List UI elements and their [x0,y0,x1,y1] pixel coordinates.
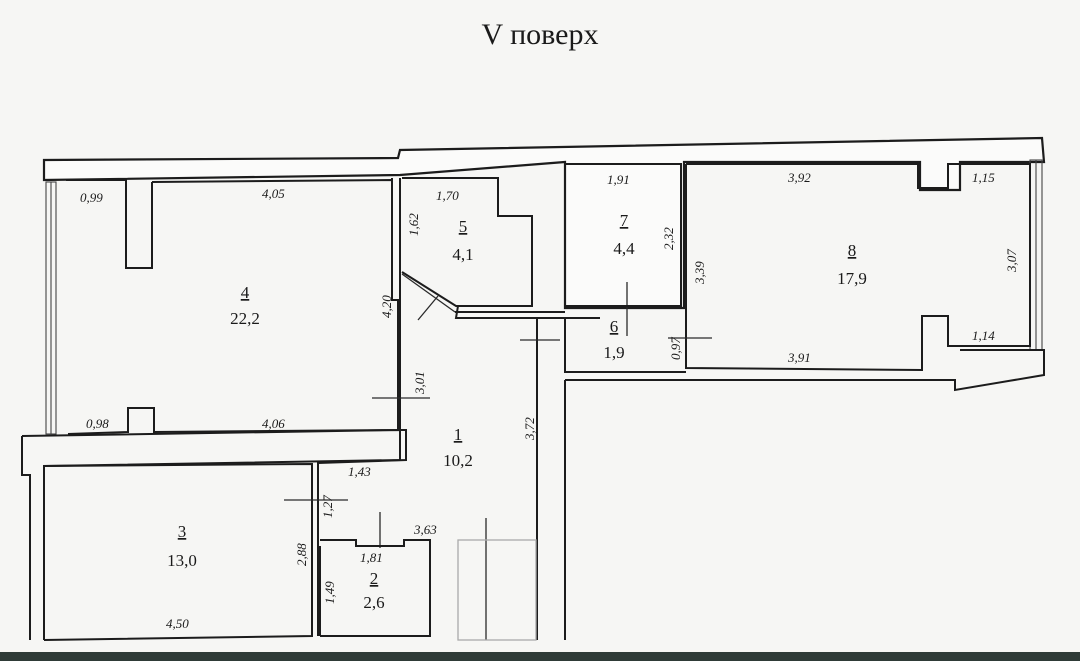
room-3-walls [43,462,313,641]
dim-r8-left: 3,39 [692,261,707,285]
room-7-area: 4,4 [613,239,635,258]
room-4-walls [67,178,399,435]
room-2-walls [320,539,431,637]
room-1-walls [317,300,407,520]
room-8-area: 17,9 [837,269,867,288]
dim-r3-right: 2,88 [294,543,309,566]
dim-r1-bottom: 3,63 [413,522,437,537]
dim-r5-left: 1,62 [406,213,421,236]
dim-r4-right: 4,20 [379,295,394,318]
dim-r8-bottom-right: 1,14 [972,328,995,343]
bottom-edge-bar [0,652,1080,661]
room-label-3: 3 13,0 [167,522,197,570]
room-7-number: 7 [620,211,629,230]
dim-r1-left: 3,01 [412,371,427,395]
dim-r5-top: 1,70 [436,188,459,203]
room-5-walls [401,177,533,307]
room-label-4: 4 22,2 [230,283,260,328]
dim-r8-top: 3,92 [787,170,811,185]
dim-r7-right: 2,32 [661,227,676,250]
dim-r1-top: 1,43 [348,464,371,479]
dim-r3-bottom: 4,50 [166,616,189,631]
dim-r8-bottom: 3,91 [787,350,811,365]
room-6-number: 6 [610,317,619,336]
outer-wall-top [42,136,1046,310]
room-1-area: 10,2 [443,451,473,470]
dim-r8-top-right: 1,15 [972,170,995,185]
room-5-area: 4,1 [452,245,473,264]
dim-r4-left-top: 0,99 [80,190,103,205]
room-2-area: 2,6 [363,593,384,612]
dim-r4-bottom: 4,06 [262,416,285,431]
room-5-number: 5 [459,217,468,236]
dim-r2-left: 1,49 [322,581,337,604]
dim-r7-top: 1,91 [607,172,630,187]
dim-r1-mid: 1,27 [320,495,335,518]
room-2-number: 2 [370,569,379,588]
dim-r6-left: 0,97 [668,337,683,360]
room-label-2: 2 2,6 [363,569,384,612]
room-label-5: 5 4,1 [452,217,473,264]
room-8-walls [685,163,1031,372]
room-6-area: 1,9 [603,343,624,362]
room-3-area: 13,0 [167,551,197,570]
room-4-area: 22,2 [230,309,260,328]
room-3-number: 3 [178,522,187,541]
room-1-number: 1 [454,425,463,444]
room-4-number: 4 [241,283,250,302]
room-8-number: 8 [848,241,857,260]
dim-r8-right: 3,07 [1004,249,1019,273]
room-label-1: 1 10,2 [443,425,473,470]
floor-title: V поверх [481,18,599,51]
dim-r4-left-bottom: 0,98 [86,416,109,431]
room-label-8: 8 17,9 [837,241,867,288]
room-label-7: 7 4,4 [613,211,635,258]
dim-r4-top: 4,05 [262,186,285,201]
dim-r2-top: 1,81 [360,550,383,565]
room-label-6: 6 1,9 [603,317,624,362]
dim-r1-right: 3,72 [522,417,537,441]
